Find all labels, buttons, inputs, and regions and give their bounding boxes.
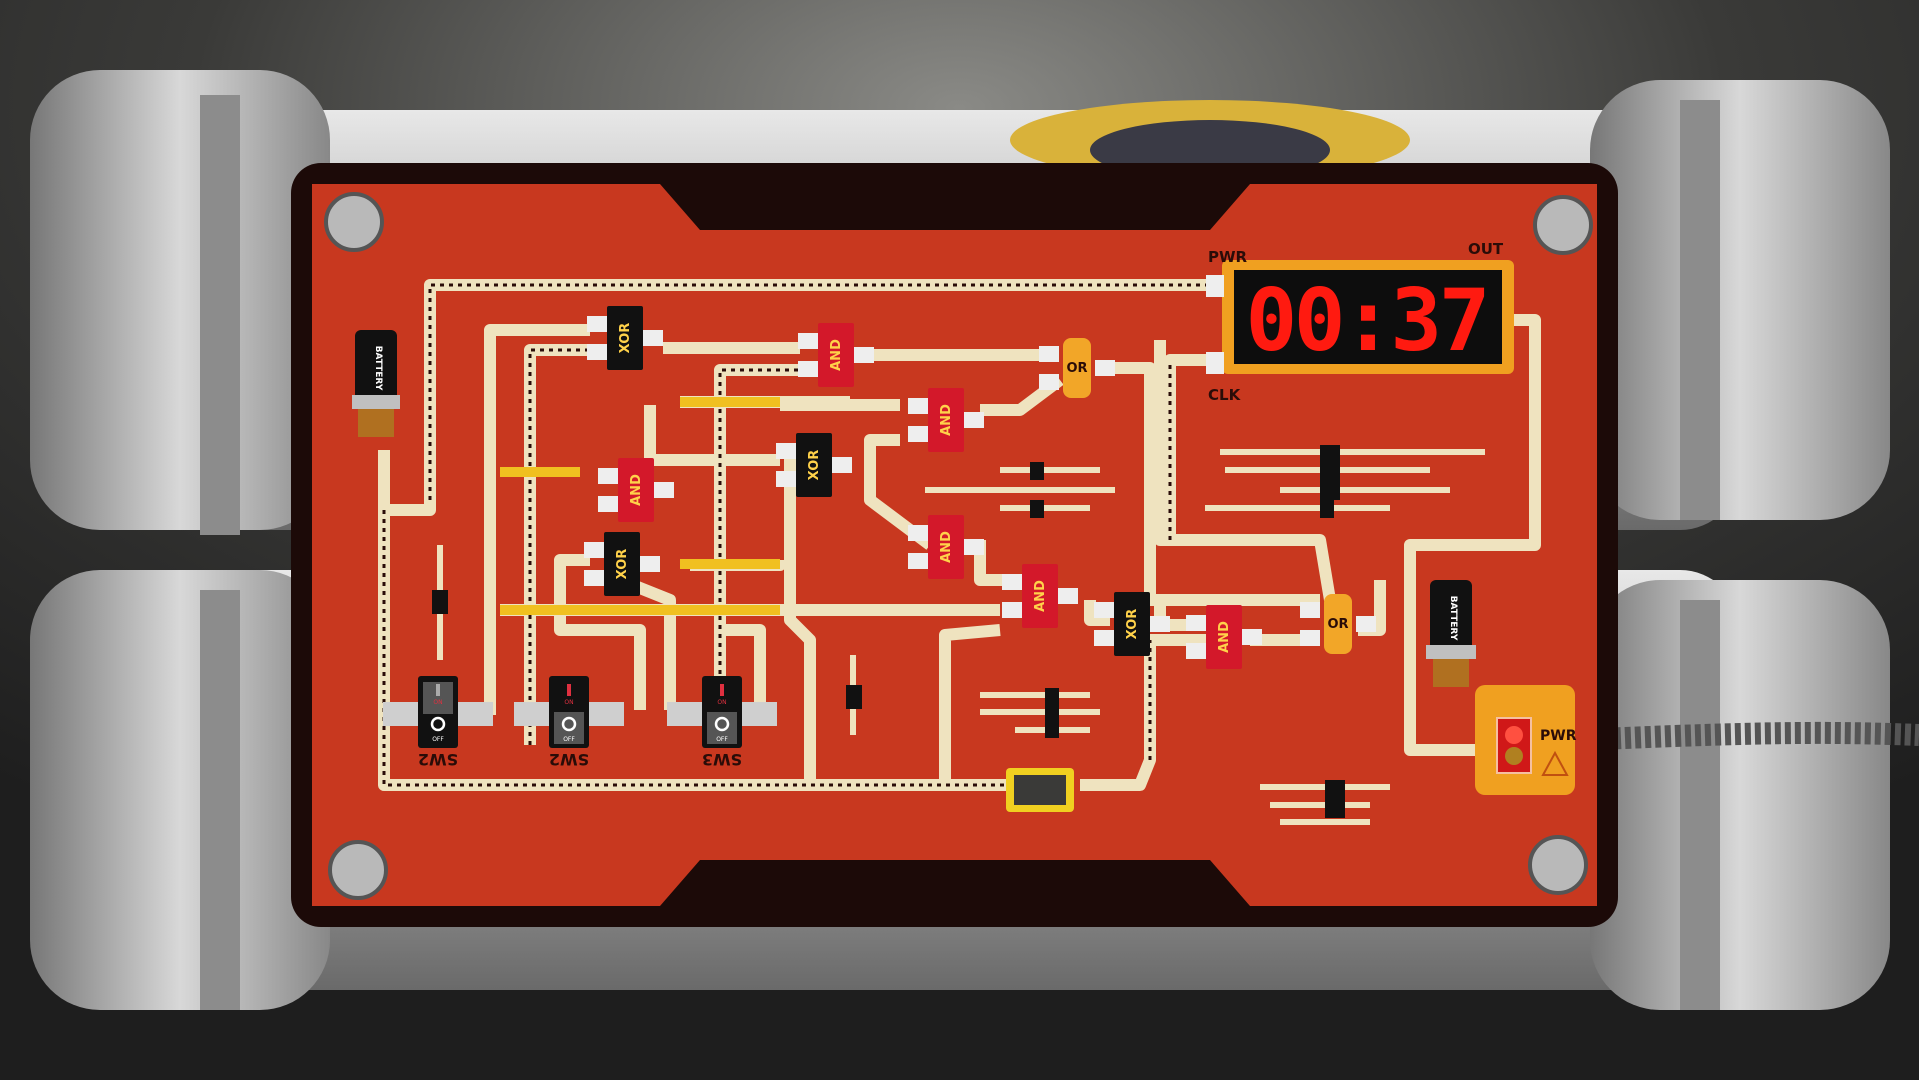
screw-icon: [324, 192, 384, 252]
switch-label: SW2: [418, 750, 458, 769]
screw-icon: [1528, 835, 1588, 895]
power-button[interactable]: [1505, 747, 1523, 765]
countdown-timer: 00:37 PWR OUT CLK: [1206, 240, 1514, 404]
switch-on-text: ON: [433, 699, 442, 706]
gate-and: AND: [1002, 564, 1078, 628]
red-light-icon: [1505, 726, 1523, 744]
gate-label: XOR: [807, 450, 822, 481]
gate-xor: XOR: [584, 532, 660, 596]
toggle-switch-2[interactable]: ON OFF SW2: [514, 676, 624, 769]
gate-label: AND: [629, 474, 644, 506]
gate-label: OR: [1327, 617, 1348, 632]
gate-xor: XOR: [587, 306, 663, 370]
toggle-switch-3[interactable]: ON OFF SW3: [667, 676, 777, 769]
gate-and: AND: [908, 515, 984, 579]
gate-xor: XOR: [776, 433, 852, 497]
battery-2: BATTERY: [1426, 580, 1476, 687]
gate-label: OR: [1066, 361, 1087, 376]
power-label: PWR: [1540, 728, 1577, 744]
gate-and: AND: [1186, 605, 1262, 669]
gate-label: AND: [939, 531, 954, 563]
switch-off-text: OFF: [716, 736, 728, 743]
gate-and: AND: [908, 388, 984, 452]
screws: [324, 192, 1593, 900]
battery-label: BATTERY: [373, 346, 383, 391]
switch-off-text: OFF: [432, 736, 444, 743]
switches: ON OFF SW2 ON OFF SW2 ON OFF SW3: [383, 676, 777, 769]
gate-or: OR: [1300, 594, 1376, 654]
toggle-switch-1[interactable]: ON OFF SW2: [383, 676, 493, 769]
power-cable: [1574, 721, 1919, 751]
gate-label: AND: [829, 339, 844, 371]
gate-label: XOR: [615, 549, 630, 580]
timer-display: 00:37: [1246, 271, 1491, 371]
logic-gates: XOR AND OR AND AND XOR XOR AND AND XOR AND OR: [584, 306, 1376, 669]
gate-label: AND: [1217, 621, 1232, 653]
output-chip: [1006, 768, 1074, 812]
gate-and: AND: [798, 323, 874, 387]
battery-1: BATTERY: [352, 330, 400, 437]
switch-off-text: OFF: [563, 736, 575, 743]
switch-on-text: ON: [564, 699, 573, 706]
power-module[interactable]: PWR: [1475, 685, 1577, 795]
switch-label: SW2: [549, 750, 589, 769]
gate-label: XOR: [618, 323, 633, 354]
battery-label: BATTERY: [1448, 596, 1458, 641]
switch-label: SW3: [702, 750, 742, 769]
gate-and: AND: [598, 458, 674, 522]
screw-icon: [328, 840, 388, 900]
diodes: [432, 445, 1345, 818]
gate-label: AND: [939, 404, 954, 436]
gate-or: OR: [1039, 338, 1115, 398]
timer-clk-label: CLK: [1208, 386, 1242, 404]
warning-triangle-icon: [1541, 750, 1569, 776]
gate-xor: XOR: [1094, 592, 1170, 656]
timer-out-label: OUT: [1468, 240, 1504, 258]
switch-on-text: ON: [717, 699, 726, 706]
gate-label: AND: [1033, 580, 1048, 612]
trace-dots: [382, 283, 1210, 787]
screw-icon: [1533, 195, 1593, 255]
timer-pwr-label: PWR: [1208, 248, 1248, 266]
gate-label: XOR: [1125, 609, 1140, 640]
